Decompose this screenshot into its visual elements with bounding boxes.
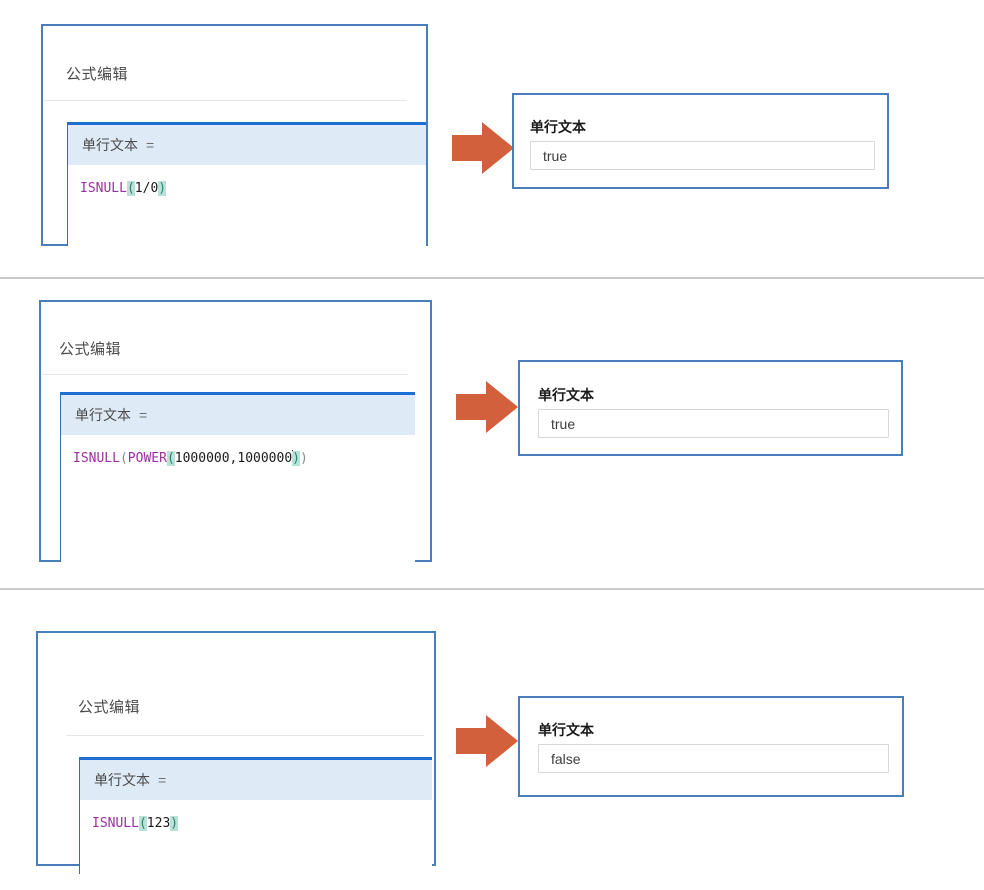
formula-expression[interactable]: ISNULL(1/0) <box>68 165 426 198</box>
formula-field-header: 单行文本 = <box>80 760 432 800</box>
arrow-shaft <box>456 394 492 420</box>
formula-token: ) <box>170 816 179 831</box>
formula-token: 1/0 <box>134 181 159 196</box>
title-divider <box>42 374 408 375</box>
formula-field-header: 单行文本 = <box>68 125 426 165</box>
example-section-1: 公式编辑 单行文本 = ISNULL(1/0) 单行文本 true <box>0 0 984 275</box>
arrow-shaft <box>452 135 488 161</box>
editor-title: 公式编辑 <box>66 66 129 83</box>
editor-title: 公式编辑 <box>59 341 122 358</box>
result-value-input[interactable]: true <box>538 409 889 438</box>
formula-expression[interactable]: ISNULL(POWER(1000000,1000000)) <box>61 435 415 468</box>
title-divider <box>44 100 407 101</box>
editor-title: 公式编辑 <box>78 699 141 716</box>
formula-token: ISNULL <box>92 816 139 831</box>
result-card: 单行文本 true <box>512 93 889 189</box>
formula-token: ISNULL <box>80 181 127 196</box>
formula-token: 1000000,1000000 <box>174 451 293 466</box>
example-section-3: 公式编辑 单行文本 = ISNULL(123) 单行文本 false <box>0 600 984 890</box>
formula-expression[interactable]: ISNULL(123) <box>80 800 432 833</box>
formula-input-area[interactable]: 单行文本 = ISNULL(1/0) <box>67 122 426 246</box>
formula-token: ) <box>158 181 167 196</box>
title-divider <box>66 735 424 736</box>
result-field-label: 单行文本 <box>530 119 586 135</box>
arrow-shaft <box>456 728 492 754</box>
formula-token: ( <box>119 451 128 466</box>
formula-token: ISNULL <box>73 451 120 466</box>
section-separator-1 <box>0 277 984 279</box>
formula-field-header: 单行文本 = <box>61 395 415 435</box>
formula-token: ( <box>126 181 135 196</box>
arrow-head <box>486 715 518 767</box>
formula-field-label: 单行文本 <box>82 137 138 153</box>
formula-token: ( <box>138 816 147 831</box>
section-separator-2 <box>0 588 984 590</box>
result-value-input[interactable]: true <box>530 141 875 170</box>
result-card: 单行文本 true <box>518 360 903 456</box>
formula-equals-sign: = <box>146 137 155 153</box>
right-arrow-icon <box>456 715 518 767</box>
formula-equals-sign: = <box>158 772 167 788</box>
result-card: 单行文本 false <box>518 696 904 797</box>
formula-editor-card: 公式编辑 单行文本 = ISNULL(123) <box>36 631 436 874</box>
formula-token: ( <box>166 451 175 466</box>
formula-input-area[interactable]: 单行文本 = ISNULL(123) <box>79 757 432 874</box>
result-field-label: 单行文本 <box>538 387 594 403</box>
formula-editor-card: 公式编辑 单行文本 = ISNULL(POWER(1000000,1000000… <box>39 300 432 562</box>
arrow-head <box>482 122 514 174</box>
formula-equals-sign: = <box>139 407 148 423</box>
formula-input-area[interactable]: 单行文本 = ISNULL(POWER(1000000,1000000)) <box>60 392 415 562</box>
arrow-head <box>486 381 518 433</box>
formula-field-label: 单行文本 <box>75 407 131 423</box>
example-section-2: 公式编辑 单行文本 = ISNULL(POWER(1000000,1000000… <box>0 280 984 580</box>
formula-token: ) <box>300 451 308 466</box>
formula-token: POWER <box>127 451 167 466</box>
result-value-input[interactable]: false <box>538 744 889 773</box>
right-arrow-icon <box>456 381 518 433</box>
formula-editor-card: 公式编辑 单行文本 = ISNULL(1/0) <box>41 24 428 246</box>
formula-field-label: 单行文本 <box>94 772 150 788</box>
formula-token: ) <box>292 451 300 466</box>
result-field-label: 单行文本 <box>538 722 594 738</box>
right-arrow-icon <box>452 122 514 174</box>
formula-token: 123 <box>146 816 171 831</box>
